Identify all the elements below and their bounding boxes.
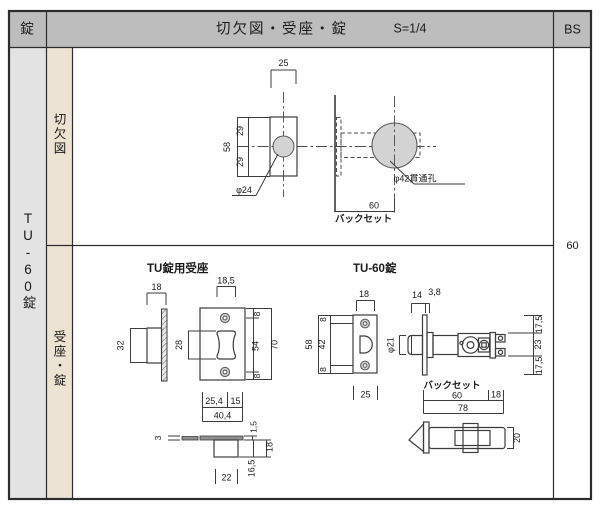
strike-hole-span-dim: 54 [251,341,261,351]
section-column-background [46,47,72,499]
strike-width-left-dim: 25,4 [205,396,223,406]
strike-plate-drawing: TU錠用受座 18 32 18,5 [116,261,280,484]
lock-collar [426,331,434,359]
cutout-backset-dim: 60 [369,201,379,211]
lock-total-length-dim: 78 [458,403,468,413]
header-row-background [9,11,591,47]
strike-box-body [213,439,239,458]
lock-rear-bracket [489,331,497,359]
header-lock-label: 錠 [20,21,34,37]
header-scale: S=1/4 [393,22,426,36]
sidebar-model-cell: TU-60錠 [9,47,46,499]
table-grid [7,9,593,501]
strike-slot-height-dim: 28 [174,340,184,350]
strike-box-width-dim: 22 [221,473,231,483]
strike-width-right-dim: 15 [230,396,240,406]
lock-width-dim: 25 [360,390,370,400]
strike-box-plate [199,435,244,441]
lock-faceplate-edge [421,314,428,376]
strike-box-lip [181,436,199,441]
lock-latch-dim: 14 [412,290,422,300]
strike-edge-top-dim: 8 [252,311,262,316]
strike-side-plate [161,308,168,382]
strike-height-dim: 70 [270,340,280,350]
lock-drawing: TU-60錠 18 8 42 8 58 [304,261,544,454]
cutout-backset-label: バックセット [335,213,392,225]
lock-face-thickness-dim: 3,8 [428,287,441,297]
cutout-upper-dim: 29 [235,126,245,136]
strike-box-inner-depth-dim: 16,5 [247,460,257,478]
strike-title: TU錠用受座 [147,261,209,275]
bs-value: 60 [566,240,578,252]
lock-backset-dim: 60 [452,391,462,401]
strike-side-width-dim: 18 [151,282,161,292]
cutout-height-dim: 58 [222,142,232,152]
lock-tube [432,334,459,356]
lock-latch-opening [359,335,373,354]
lock-title: TU-60錠 [353,261,397,275]
header-bs-label: BS [564,23,581,37]
lock-hub-ring [461,336,480,354]
lock-faceplate-front [352,314,378,374]
lock-edge-bottom-dim: 8 [318,367,328,372]
header-title: 切欠図・受座・錠 [216,21,348,38]
strike-side-box [146,327,163,364]
lock-hub-center-dim: 23 [533,339,543,349]
strike-slot-width-dim: 18,5 [217,276,235,286]
section-strike-lock-label: 受座・錠 [51,329,66,388]
cutout-lower-dim: 29 [235,157,245,167]
phi24-hole [272,135,295,158]
model-column-background [9,47,46,499]
strike-box-depth-dim: 18 [265,442,275,452]
section-cutout-label: 切欠図 [51,112,66,156]
strike-edge-bottom-dim: 8 [252,373,262,378]
phi42-label: φ42貫通孔 [394,174,437,184]
lock-tube-diameter-dim: φ21 [386,337,396,353]
lock-rear-length-dim: 18 [491,390,501,400]
lock-hub-upper-dim: 17,5 [534,316,544,334]
lock-hole-span-dim: 42 [317,339,327,349]
lock-slot-width-dim: 18 [359,289,369,299]
cutout-diagram: 25 58 29 29 φ24 [222,58,465,225]
latch-bolt-detail: 20 [408,421,522,454]
strike-plate-thickness-dim: 1,5 [249,421,259,433]
strike-side-height-dim: 32 [116,340,126,350]
section-strike-lock-cell: 受座・錠 [46,245,72,500]
lock-hub-lower-dim: 17,5 [534,357,544,375]
lock-latch-bolt-side [407,334,424,356]
lock-edge-top-dim: 8 [318,317,328,322]
lock-backset-label: バックセット [423,380,480,392]
cutout-width-dim: 25 [278,58,288,68]
header-row: 錠 切欠図・受座・錠 S=1/4 BS [20,21,581,38]
lock-height-dim: 58 [304,339,314,349]
section-cutout-cell: 切欠図 [46,47,72,245]
phi24-label: φ24 [236,185,252,195]
strike-latch-cutout [216,330,237,360]
strike-width-total-dim: 40,4 [214,411,232,421]
strike-front-plate [199,307,246,381]
sidebar-model-label: TU-60錠 [20,210,36,312]
bolt-height-dim: 20 [512,433,522,443]
strike-lip-dim: 3 [153,435,163,440]
